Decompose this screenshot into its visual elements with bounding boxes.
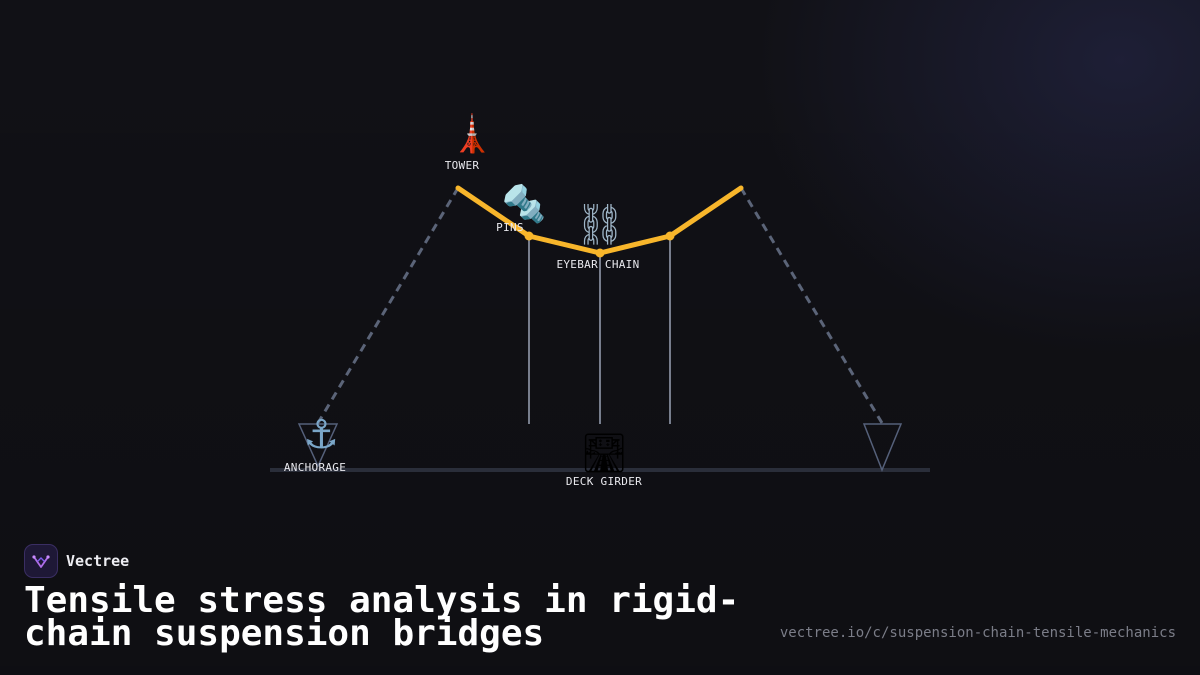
label-anchorage: ANCHORAGE xyxy=(284,461,346,474)
left-backstay xyxy=(316,187,460,424)
bolt-icon: 🔩 xyxy=(502,183,547,225)
anchor-icon: ⚓ xyxy=(303,412,339,458)
chain-icon: ⛓ xyxy=(575,202,626,248)
brand: Vectree xyxy=(24,544,129,578)
label-pins: PINS xyxy=(496,221,524,234)
pin-joint xyxy=(524,231,534,241)
left-anchorage-support xyxy=(297,423,339,468)
road-icon: 🛣 xyxy=(580,431,628,475)
label-eyebar-chain: EYEBAR CHAIN xyxy=(556,258,639,271)
label-deck-girder: DECK GIRDER xyxy=(566,475,642,488)
right-anchorage-support xyxy=(862,423,903,473)
source-url: vectree.io/c/suspension-chain-tensile-me… xyxy=(779,625,1176,641)
pin-joint xyxy=(595,248,605,258)
vectree-logo-icon xyxy=(24,544,58,578)
brand-name: Vectree xyxy=(66,552,130,570)
pin-joint xyxy=(665,231,675,241)
page-title: Tensile stress analysis in rigid-chain s… xyxy=(24,580,740,654)
tower-icon: 🗼 xyxy=(450,112,495,155)
label-tower: TOWER xyxy=(445,159,480,172)
right-backstay xyxy=(739,187,884,424)
